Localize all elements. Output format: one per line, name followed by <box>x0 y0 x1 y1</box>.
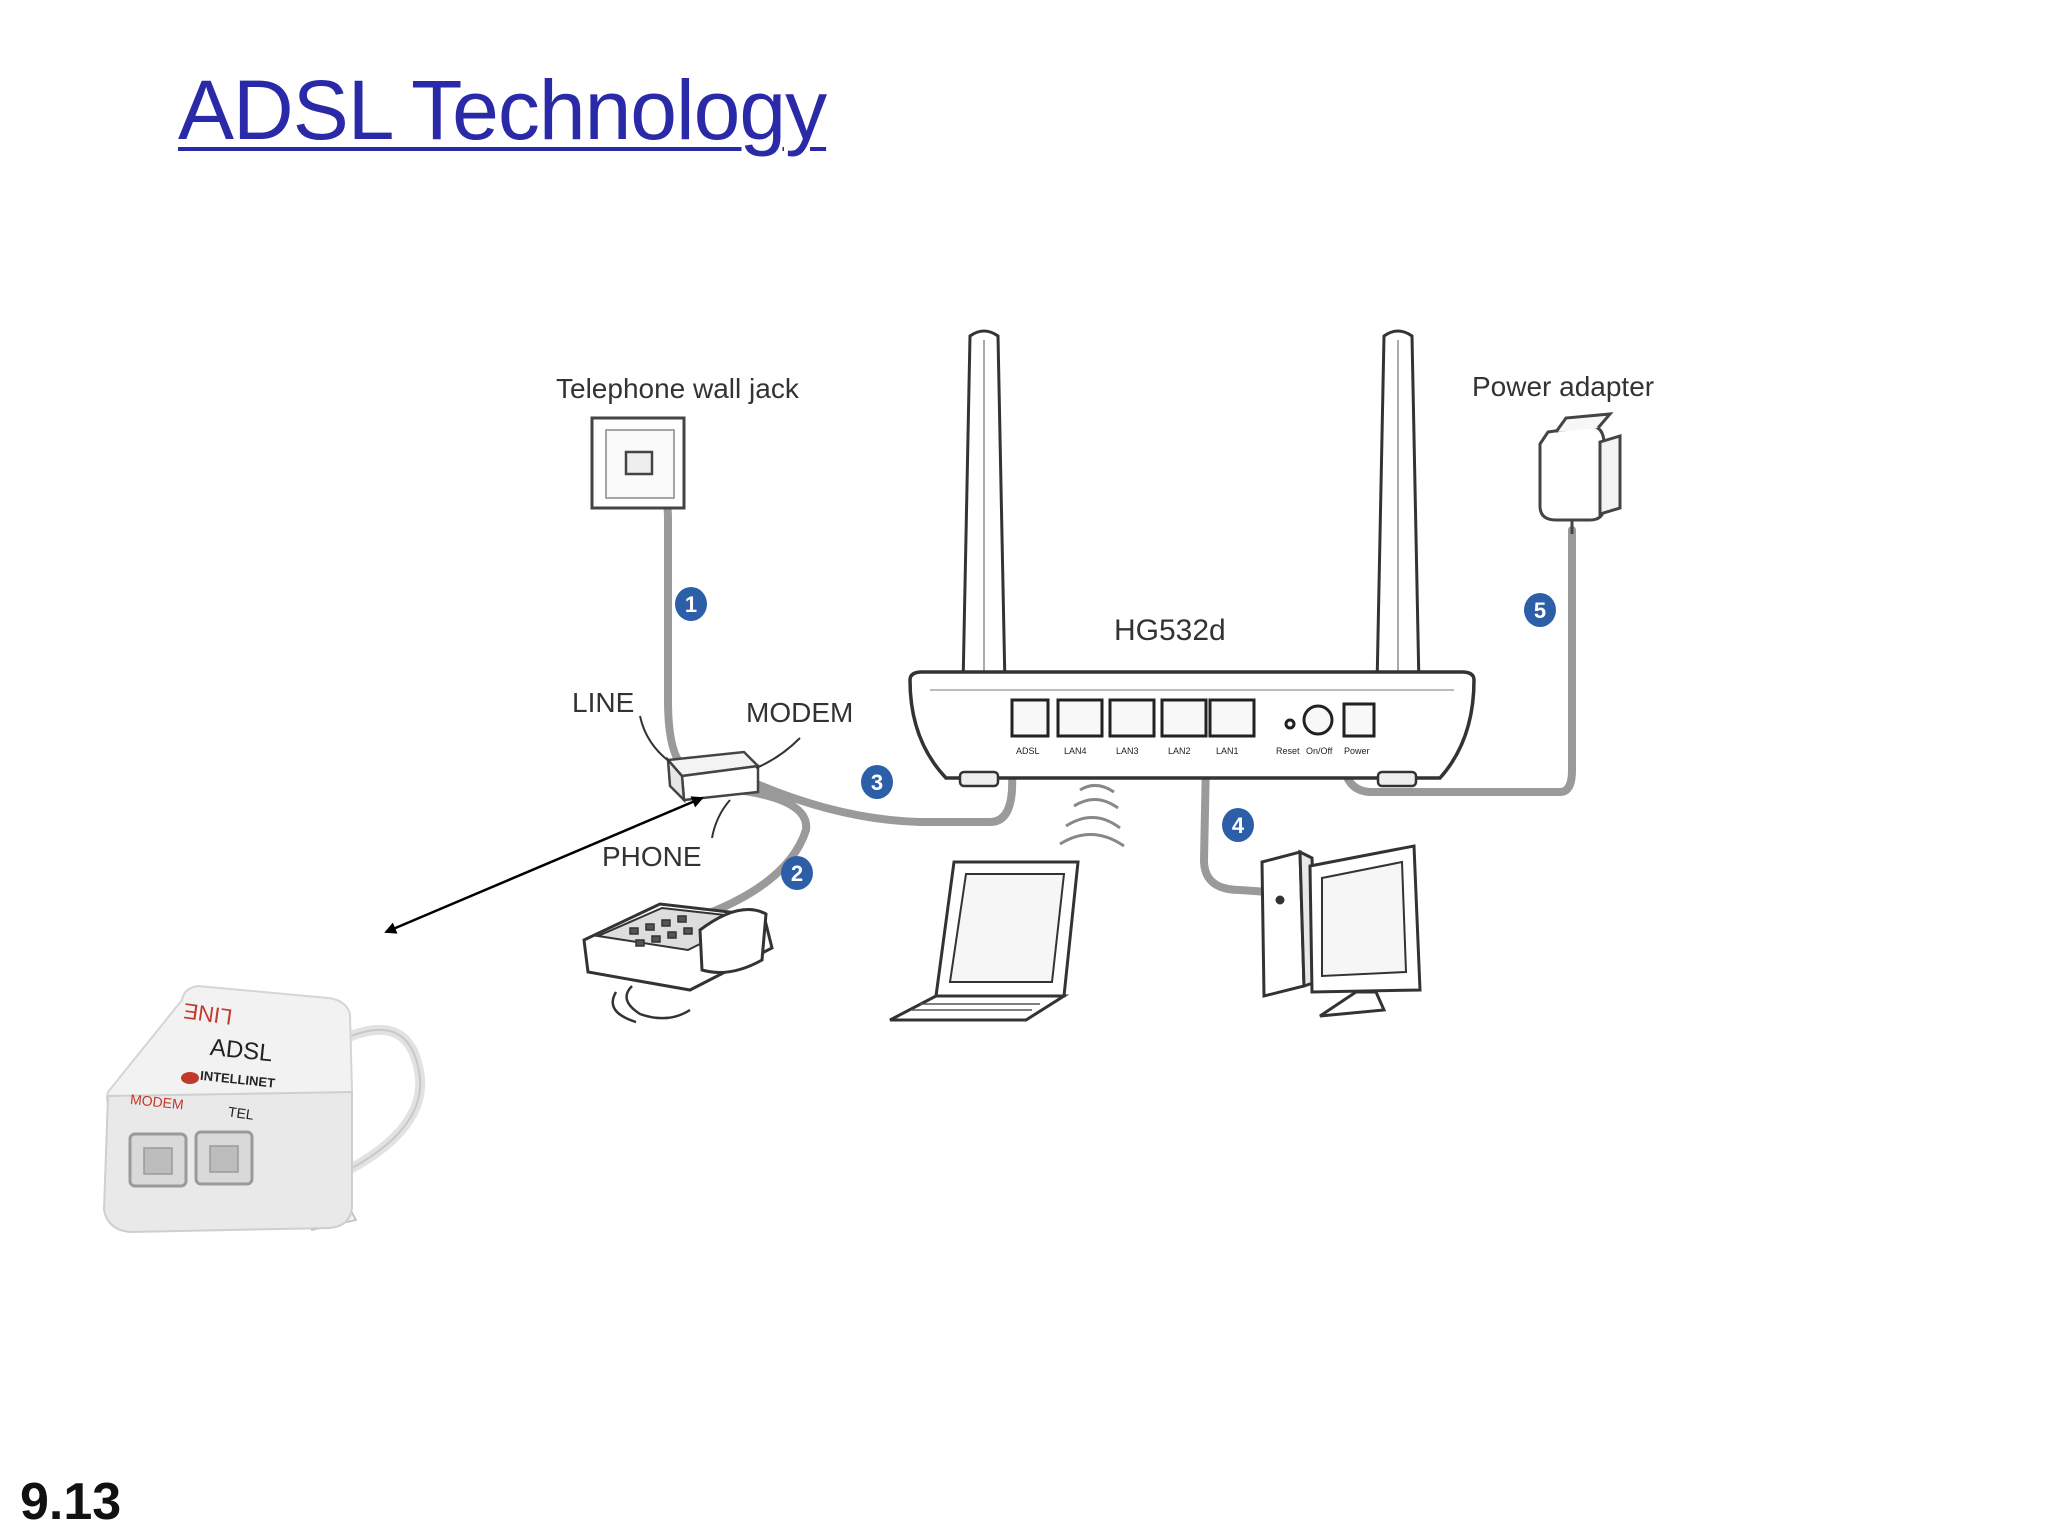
port-reset <box>1284 718 1296 730</box>
laptop-icon <box>889 860 1080 1022</box>
port-lan4 <box>1056 698 1104 738</box>
port-label-lan2: LAN2 <box>1168 746 1191 756</box>
step-marker-5: 5 <box>1524 593 1556 627</box>
svg-text:5: 5 <box>1534 598 1546 623</box>
port-lan3 <box>1108 698 1156 738</box>
port-lan2 <box>1160 698 1208 738</box>
cable-3-splitter-to-router <box>748 708 1018 826</box>
port-label-reset: Reset <box>1276 746 1300 756</box>
wall-jack-label: Telephone wall jack <box>556 373 800 404</box>
router-ports <box>1010 698 1376 738</box>
svg-text:4: 4 <box>1232 813 1245 838</box>
port-label-lan1: LAN1 <box>1216 746 1239 756</box>
port-adsl <box>1010 698 1050 738</box>
step-markers: 1 2 3 4 5 <box>675 587 1556 890</box>
port-lan1 <box>1208 698 1256 738</box>
svg-text:3: 3 <box>871 770 883 795</box>
port-label-lan3: LAN3 <box>1116 746 1139 756</box>
telephone-icon <box>582 902 774 1024</box>
desktop-computer-icon <box>1260 844 1422 1018</box>
splitter-phone-label: PHONE <box>602 841 702 872</box>
power-adapter-label: Power adapter <box>1472 371 1654 402</box>
router-icon: ADSL LAN4 LAN3 LAN2 LAN1 Reset On/Off Po… <box>908 329 1476 788</box>
svg-text:2: 2 <box>791 861 803 886</box>
splitter-photo-title: ADSL <box>209 1034 274 1067</box>
wifi-icon <box>1059 784 1125 848</box>
port-label-adsl: ADSL <box>1016 746 1040 756</box>
splitter-icon <box>665 750 761 804</box>
cable-1-wall-to-splitter <box>636 464 692 774</box>
intellinet-logo-icon <box>181 1072 199 1084</box>
splitter-photo-jacks <box>128 1130 254 1188</box>
splitter-photo-tel: TEL <box>227 1103 255 1122</box>
router-model-label: HG532d <box>1114 614 1226 647</box>
step-marker-3: 3 <box>861 765 893 799</box>
splitter-modem-label: MODEM <box>746 697 853 728</box>
splitter-product-photo: LINE ADSL INTELLINET MODEM TEL <box>102 984 426 1234</box>
cable-2-splitter-to-phone <box>708 786 811 916</box>
port-power <box>1342 702 1376 738</box>
power-adapter-icon <box>1538 412 1622 534</box>
port-label-lan4: LAN4 <box>1064 746 1087 756</box>
slide-number: 9.13 <box>20 1473 122 1531</box>
router-antenna-right <box>1374 329 1422 738</box>
slide-title[interactable]: ADSL Technology <box>178 63 827 157</box>
step-marker-1: 1 <box>675 587 707 621</box>
router-port-labels: ADSL LAN4 LAN3 LAN2 LAN1 Reset On/Off Po… <box>1016 746 1370 756</box>
double-arrow <box>384 796 704 934</box>
step-marker-2: 2 <box>781 856 813 890</box>
port-onoff <box>1302 704 1334 736</box>
splitter-photo-modem: MODEM <box>129 1091 184 1113</box>
port-label-onoff: On/Off <box>1306 746 1333 756</box>
svg-text:1: 1 <box>685 592 697 617</box>
step-marker-4: 4 <box>1222 808 1254 842</box>
splitter-line-label: LINE <box>572 687 634 718</box>
wall-jack-icon <box>590 416 686 510</box>
cable-4-router-to-pc <box>1200 708 1272 896</box>
splitter-leader-lines <box>639 715 801 839</box>
router-antenna-left <box>960 329 1008 738</box>
port-label-power: Power <box>1344 746 1370 756</box>
